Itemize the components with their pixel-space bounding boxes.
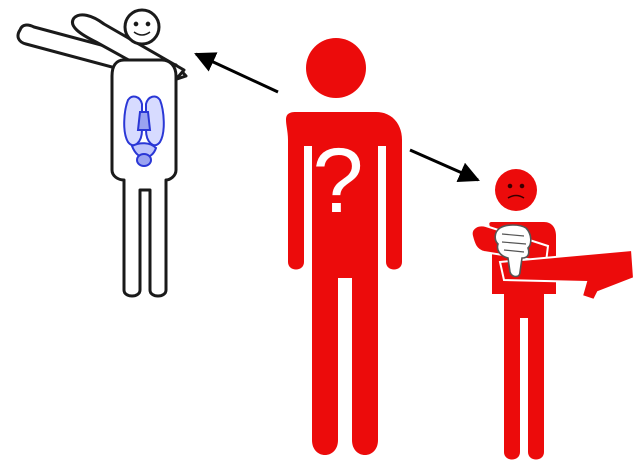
right-figure-thumbs-down: [472, 169, 634, 460]
right-figure-head: [495, 169, 537, 211]
left-figure-body: [112, 60, 176, 296]
left-figure-head: [125, 10, 159, 44]
center-figure: [286, 38, 402, 455]
left-figure-dab: [18, 10, 186, 296]
arrow-to-left-figure: [196, 54, 278, 92]
question-mark-label: ?: [312, 130, 363, 232]
arrow-to-right-figure: [410, 150, 478, 180]
center-figure-head: [306, 38, 366, 98]
